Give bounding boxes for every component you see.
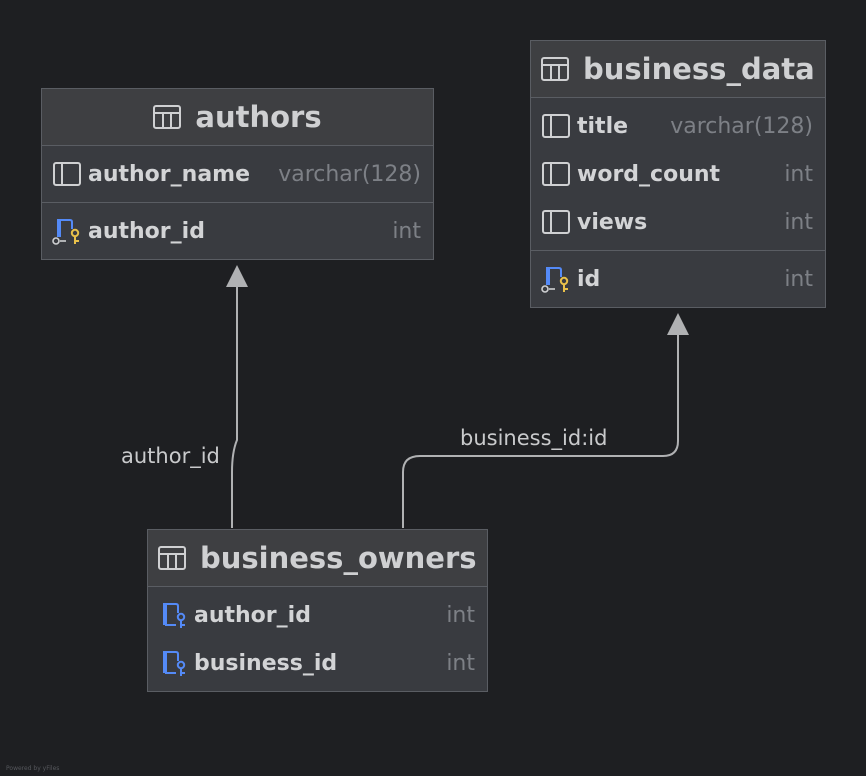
table-header-authors: authors — [42, 89, 433, 146]
arrowhead-business-data — [667, 313, 689, 335]
column-type: int — [784, 209, 813, 235]
column-type: int — [784, 161, 813, 187]
column-name: business_id — [194, 650, 338, 676]
column-row[interactable]: word_count int — [531, 150, 825, 198]
column-name: author_name — [88, 161, 251, 187]
relation-label-author-id: author_id — [121, 444, 220, 468]
column-name: author_id — [88, 218, 205, 244]
column-name: word_count — [577, 161, 721, 187]
column-type: varchar(128) — [670, 113, 813, 139]
arrowhead-authors — [226, 265, 248, 287]
table-title: business_owners — [200, 541, 477, 575]
column-icon — [542, 162, 570, 186]
foreign-key-icon — [163, 603, 186, 628]
relation-line-author-id — [231, 286, 238, 528]
column-row[interactable]: title varchar(128) — [531, 102, 825, 150]
column-icon — [542, 114, 570, 138]
column-type: int — [392, 218, 421, 244]
primary-key-icon — [52, 219, 80, 245]
table-icon — [153, 105, 182, 129]
column-icon — [53, 162, 81, 186]
table-title: business_data — [583, 52, 815, 86]
column-type: varchar(128) — [278, 161, 421, 187]
table-icon — [158, 546, 186, 570]
table-header-business-owners: business_owners — [148, 530, 487, 587]
table-icon — [541, 57, 569, 81]
column-row[interactable]: id int — [531, 255, 825, 303]
relation-line-business-id — [402, 334, 679, 528]
relation-label-business-id: business_id:id — [460, 426, 608, 450]
column-type: int — [784, 266, 813, 292]
column-type: int — [446, 650, 475, 676]
column-name: id — [577, 266, 601, 292]
column-name: author_id — [194, 602, 311, 628]
column-row[interactable]: author_id int — [42, 207, 433, 255]
column-row[interactable]: views int — [531, 198, 825, 246]
column-row[interactable]: author_name varchar(128) — [42, 150, 433, 198]
primary-key-icon — [541, 267, 569, 293]
table-business-owners[interactable]: business_owners author_id int business_i… — [147, 529, 488, 692]
column-name: views — [577, 209, 648, 235]
column-icon — [542, 210, 570, 234]
column-row[interactable]: business_id int — [148, 639, 487, 687]
foreign-key-icon — [163, 651, 186, 676]
table-header-business-data: business_data — [531, 41, 825, 98]
column-row[interactable]: author_id int — [148, 591, 487, 639]
table-title: authors — [195, 100, 322, 134]
column-name: title — [577, 113, 629, 139]
column-type: int — [446, 602, 475, 628]
table-authors[interactable]: authors author_name varchar(128) author_… — [41, 88, 434, 260]
table-business-data[interactable]: business_data title varchar(128) word_co… — [530, 40, 826, 308]
credit-text: Powered by yFiles — [6, 765, 60, 772]
